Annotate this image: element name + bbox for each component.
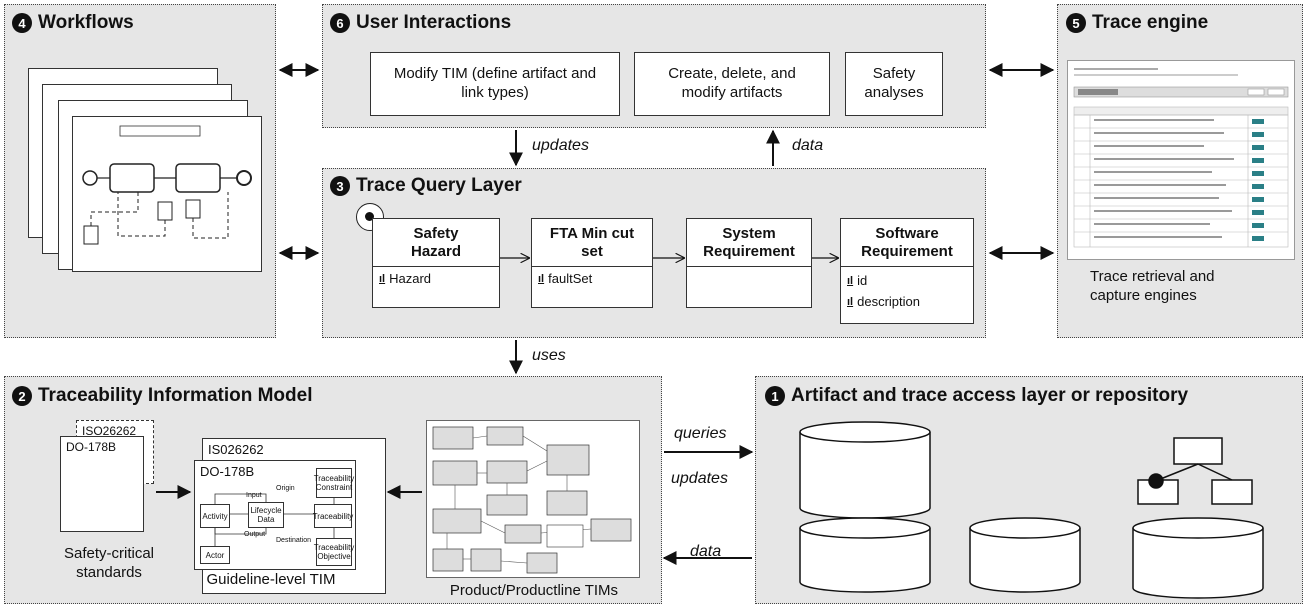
- start-node-dot: [365, 212, 374, 221]
- product-tim-diagram-icon: [432, 426, 632, 574]
- query-layer-title: 3 Trace Query Layer: [330, 175, 522, 197]
- attribute-label: Hazard: [389, 271, 432, 286]
- workflow-sheet-front: [72, 116, 262, 272]
- tim-title: 2 Traceability Information Model: [12, 385, 313, 407]
- title-text: Trace Query Layer: [356, 175, 522, 196]
- tim-node-activity: Activity: [200, 504, 230, 528]
- title-text: Artifact and trace access layer or repos…: [791, 385, 1189, 406]
- number-badge: 2: [12, 386, 32, 406]
- title-text: User Interactions: [356, 12, 512, 33]
- store-trace-matrices-label: Trace Matrices: [812, 548, 918, 565]
- start-node-icon: [356, 203, 384, 231]
- uses-label: uses: [532, 347, 566, 364]
- trace-engine-title: 5 Trace engine: [1066, 12, 1208, 34]
- class-name: System Requirement: [687, 219, 811, 267]
- attribute-icon: ıl: [847, 274, 854, 287]
- product-tim-screenshot: [426, 420, 640, 578]
- workflows-title: 4 Workflows: [12, 12, 134, 34]
- tim-node-actor: Actor: [200, 546, 230, 564]
- data-label-2: data: [690, 543, 722, 560]
- guideline-back-label: IS026262: [208, 442, 264, 457]
- safety-analyses-box: Safety analyses: [845, 52, 943, 116]
- repository-title: 1 Artifact and trace access layer or repo…: [765, 385, 1188, 407]
- workflow-diagram-icon: [82, 125, 252, 245]
- store-variabilities-label: Variabilities: [1156, 558, 1240, 575]
- data-label: data: [792, 137, 824, 154]
- modify-tim-box: Modify TIM (define artifact and link typ…: [370, 52, 620, 116]
- trace-matrix-table-icon: [1073, 68, 1289, 248]
- number-badge: 6: [330, 13, 350, 33]
- tim-edge-label: Input: [246, 492, 262, 499]
- title-text: Trace engine: [1092, 12, 1209, 33]
- product-caption: Product/Productline TIMs: [449, 582, 619, 599]
- store-artifacts-label: Artifacts: [834, 470, 896, 487]
- standard-label: ISO26262: [82, 424, 137, 438]
- number-badge: 3: [330, 176, 350, 196]
- title-text: Traceability Information Model: [38, 385, 313, 406]
- number-badge: 1: [765, 386, 785, 406]
- standard-label: DO-178B: [66, 440, 117, 454]
- store-core-assets-label: Core assets: [982, 548, 1068, 565]
- number-badge: 4: [12, 13, 32, 33]
- tim-node-traceability-objective: Traceability Objective: [314, 538, 354, 566]
- class-name: Safety Hazard: [373, 219, 499, 267]
- user-interactions-title: 6 User Interactions: [330, 12, 511, 34]
- attribute-label: description: [857, 294, 920, 309]
- trace-engine-caption: Trace retrieval and capture engines: [1090, 268, 1215, 304]
- attribute-label: faultSet: [548, 271, 593, 286]
- attribute-icon: ıl: [379, 272, 386, 285]
- updates-label: updates: [532, 137, 589, 154]
- attribute-icon: ıl: [847, 295, 854, 308]
- tim-edge-label: Output: [244, 531, 266, 538]
- attribute-label: id: [857, 273, 868, 288]
- guideline-caption: Guideline-level TIM: [206, 571, 336, 588]
- tim-edge-label: Origin: [276, 485, 295, 492]
- standards-caption: Safety-critical standards: [63, 545, 155, 581]
- tim-edge-label: Destination: [276, 537, 312, 544]
- class-name: Software Requirement: [841, 219, 973, 267]
- guideline-front-label: DO-178B: [200, 464, 255, 479]
- tim-node-traceability-constraint: Traceability Constraint: [314, 468, 354, 498]
- updates-label-2: updates: [671, 470, 728, 487]
- queries-label: queries: [674, 425, 727, 442]
- create-delete-modify-box: Create, delete, and modify artifacts: [634, 52, 830, 116]
- tim-node-traceability: Traceability: [313, 504, 353, 528]
- class-name: FTA Min cut set: [532, 219, 652, 267]
- title-text: Workflows: [38, 12, 134, 33]
- standard-doc-front: DO-178B: [60, 436, 144, 532]
- tim-node-lifecycle-data: Lifecycle Data: [248, 502, 284, 528]
- class-system-requirement: System Requirement: [686, 218, 812, 308]
- trace-engine-screenshot: [1067, 60, 1295, 260]
- number-badge: 5: [1066, 13, 1086, 33]
- attribute-icon: ıl: [538, 272, 545, 285]
